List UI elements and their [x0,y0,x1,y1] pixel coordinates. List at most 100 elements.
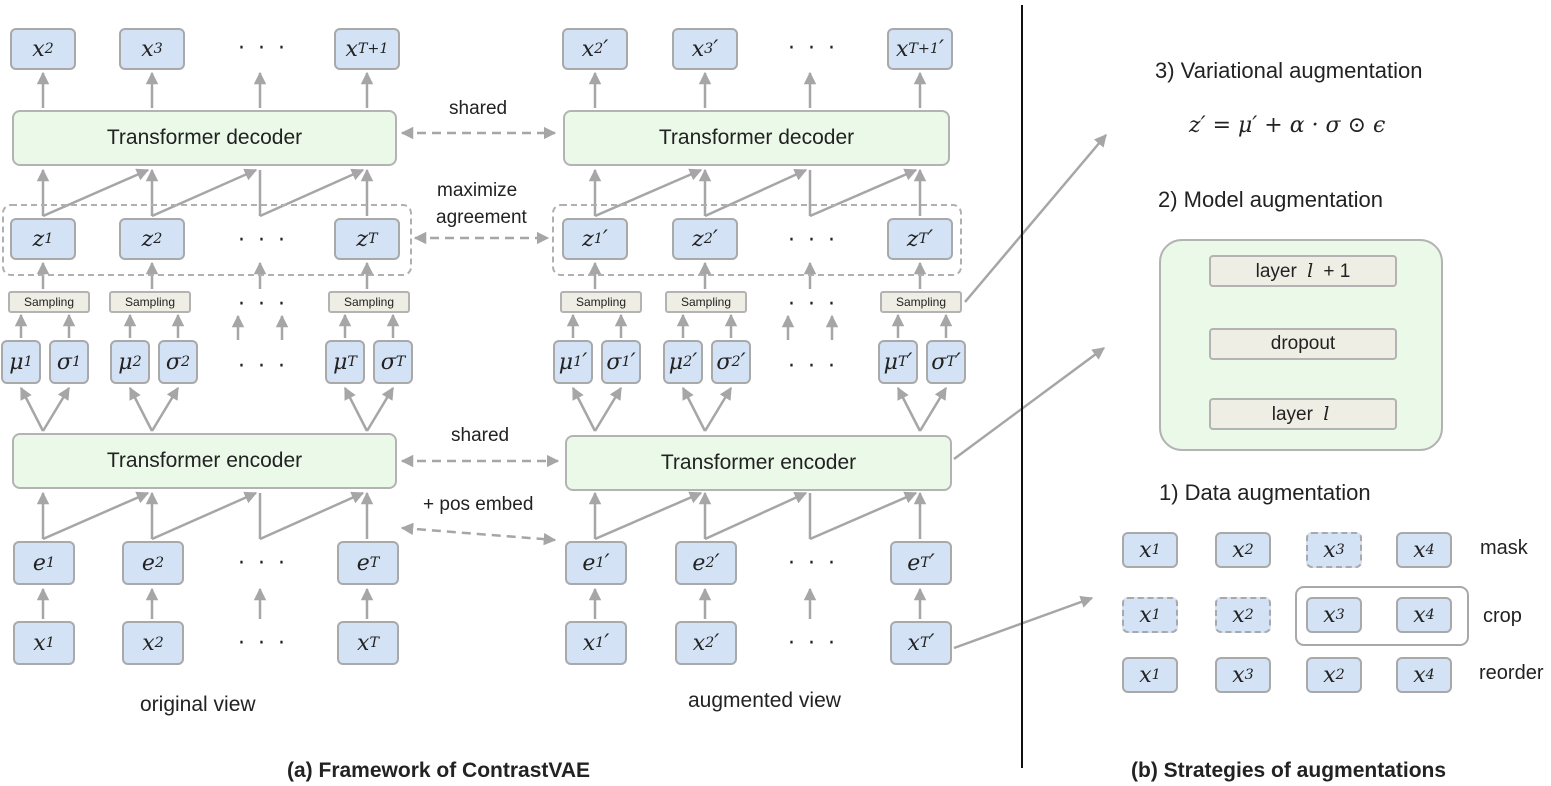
layer-l-plus-1: layer l + 1 [1209,255,1397,287]
aug-arrow-encoder-to-mu-0 [571,386,597,432]
agreement-label-2: agreement [436,207,527,228]
original-arrow-encoder-to-sigma-0 [41,386,71,432]
agreement-label-1: maximize [437,180,518,201]
original-diag-embed-2 [259,491,365,541]
encoder-original: Transformer encoder [12,433,397,489]
layer-l-plus-1-label: layer l + 1 [1255,259,1351,282]
original-dots-input: · · · [238,631,288,656]
aug-arrow-encoder-to-sigma-2 [918,386,948,432]
original-sampling-2: Sampling [328,291,410,313]
original-arrow-encoder-to-sigma-1 [150,386,180,432]
original-diag-embed-0 [42,491,150,541]
pos-embed-label: + pos embed [423,494,534,515]
aug-dots-param: · · · [788,354,838,379]
aug-arrow-encoder-to-sigma-1 [703,386,733,432]
row-label-mask: mask [1480,537,1528,559]
aug-diag-latent-1 [704,168,808,218]
decoder-augmented-label: Transformer decoder [658,126,855,149]
aug-sampling-0: Sampling [560,291,642,313]
caption-a: (a) Framework of ContrastVAE [287,759,590,782]
original-view-label: original view [140,693,256,716]
original-diag-latent-1 [151,168,258,218]
callout-model [953,346,1106,461]
dropout-layer: dropout [1209,328,1397,360]
aug-dots-embed: · · · [788,551,838,576]
dropout-label: dropout [1270,333,1336,354]
shared-label-top: shared [449,98,508,119]
aug-diag-embed-1 [704,491,808,541]
aug-dots-sampling: · · · [788,292,838,317]
decoder-original-label: Transformer decoder [106,126,303,149]
latent-group-original [2,204,412,276]
original-arrow-encoder-to-mu-2 [343,386,369,432]
callout-variational [964,134,1107,303]
decoder-augmented: Transformer decoder [563,110,950,166]
crop-group [1295,586,1469,646]
encoder-original-label: Transformer encoder [106,449,303,472]
encoder-augmented: Transformer encoder [565,435,952,491]
decoder-original: Transformer decoder [12,110,397,166]
variational-title: 3) Variational augmentation [1155,58,1423,83]
original-diag-latent-2 [259,168,365,218]
model-title: 2) Model augmentation [1158,187,1384,212]
row-label-crop: crop [1483,605,1522,627]
aug-diag-latent-0 [594,168,703,218]
original-arrow-encoder-to-sigma-2 [365,386,395,432]
pos-embed-arrow [400,522,557,546]
original-arrow-encoder-to-mu-1 [128,386,154,432]
layer-l-label: layer l [1271,402,1330,425]
data-title: 1) Data augmentation [1159,480,1371,505]
aug-diag-embed-2 [809,491,918,541]
layer-l: layer l [1209,398,1397,430]
original-diag-embed-1 [151,491,258,541]
shared-label-bottom: shared [451,425,510,446]
aug-diag-embed-0 [594,491,703,541]
aug-arrow-encoder-to-mu-1 [681,386,707,432]
original-arrow-encoder-to-mu-0 [19,386,45,432]
original-dots-param: · · · [238,354,288,379]
aug-sampling-2: Sampling [880,291,962,313]
original-diag-latent-0 [42,168,150,218]
